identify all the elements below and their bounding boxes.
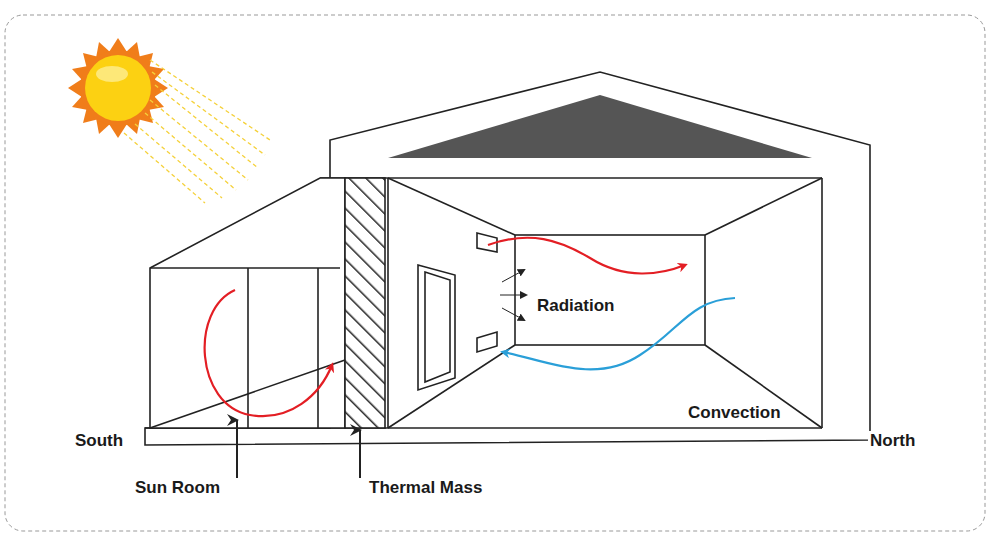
direction-label: South (73, 431, 125, 451)
house (145, 72, 870, 445)
direction-label: North (868, 431, 917, 451)
part-label: Thermal Mass (367, 478, 484, 498)
warm-air-arrow (488, 238, 685, 274)
radiation-arrows (500, 270, 526, 320)
process-label: Convection (686, 403, 783, 423)
pointer-arrows (237, 420, 360, 478)
convection-arrow (205, 290, 332, 416)
frame (5, 15, 985, 531)
process-label: Radiation (535, 296, 616, 316)
sun (68, 38, 270, 203)
part-label: Sun Room (133, 478, 222, 498)
